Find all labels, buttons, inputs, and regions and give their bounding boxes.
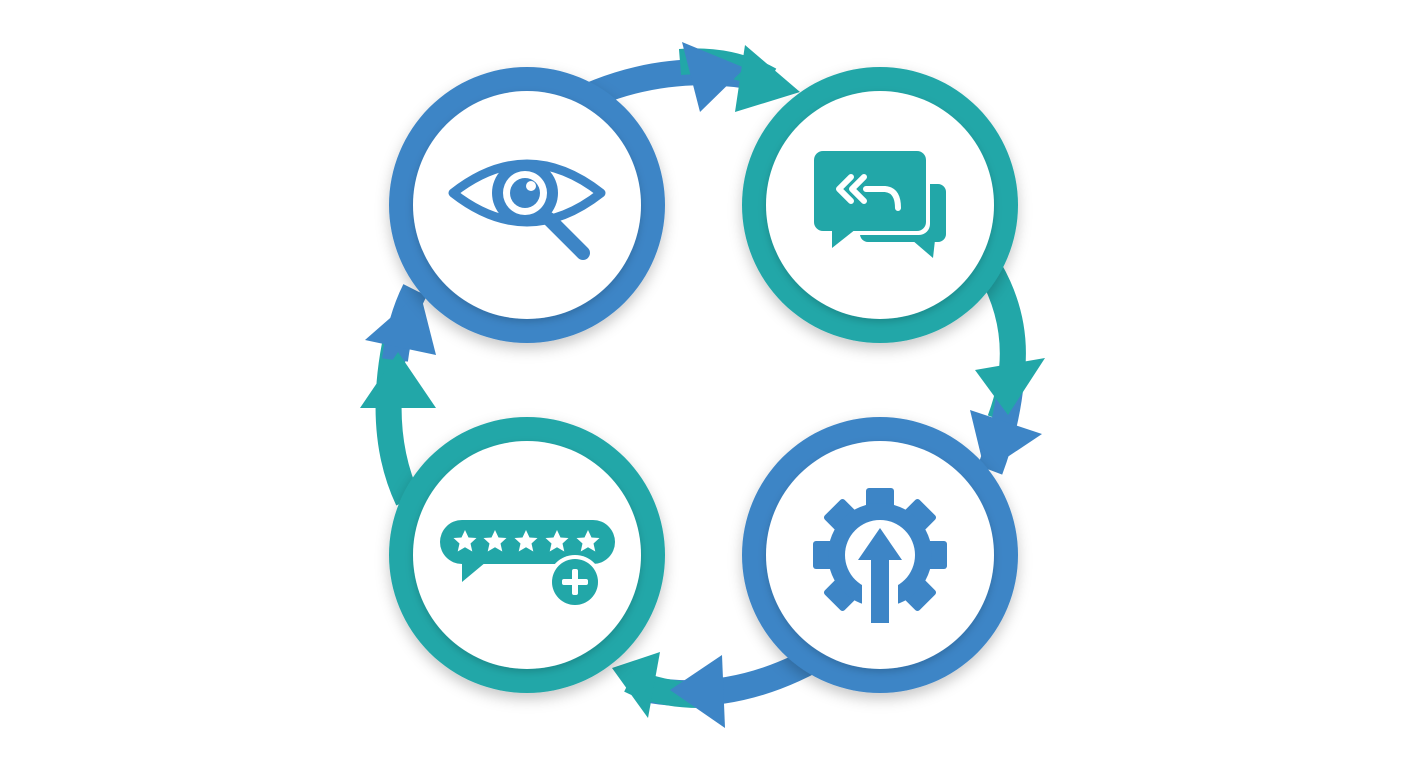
arrow-left-icon — [670, 655, 725, 728]
arrow-right-icon — [682, 42, 745, 112]
node-monitor — [389, 67, 665, 343]
arrow-right-icon — [735, 45, 800, 112]
arrow-up-icon — [365, 292, 436, 355]
node-request-reviews — [389, 417, 665, 693]
five-star-rating-add-icon — [440, 520, 615, 609]
reply-chat-bubbles-icon — [810, 147, 946, 258]
node-respond — [742, 67, 1018, 343]
arrow-left-icon — [612, 652, 660, 718]
arrow-up-icon — [360, 352, 436, 408]
arrow-down-icon — [975, 358, 1045, 415]
node-improve — [742, 417, 1018, 693]
connector-left-arrow — [360, 284, 436, 506]
eye-magnifier-icon — [448, 159, 606, 260]
connector-right-arrow — [970, 263, 1045, 475]
gear-up-arrow-icon — [813, 488, 947, 623]
arrow-down-icon — [970, 410, 1042, 472]
